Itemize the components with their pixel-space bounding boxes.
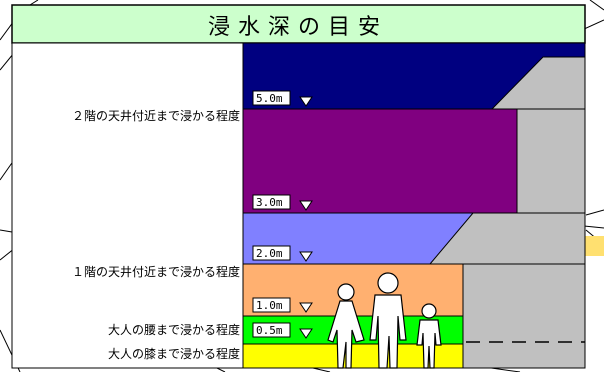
family-figures-icon [327,272,442,369]
water-level-marker-icon [299,251,313,262]
description-knee: 大人の膝まで浸かる程度 [108,346,240,361]
svg-text:5.0m: 5.0m [256,92,283,105]
description-1st-floor: １階の天井付近まで浸かる程度 [72,264,240,279]
depth-label-1m: 1.0m [252,297,313,313]
water-level-marker-icon [299,302,313,313]
house-silhouette-icon [430,57,585,368]
description-2nd-floor: ２階の天井付近まで浸かる程度 [72,108,240,123]
depth-label-5m: 5.0m [252,90,313,107]
svg-text:3.0m: 3.0m [256,196,283,209]
title-bar [11,4,586,44]
depth-label-2m: 2.0m [252,245,313,262]
svg-text:2.0m: 2.0m [256,247,283,260]
page-title: 浸水深の目安 [208,15,388,40]
description-waist: 大人の腰まで浸かる程度 [108,322,240,337]
svg-text:0.5m: 0.5m [256,324,283,337]
depth-label-05m: 0.5m [252,322,313,339]
svg-text:1.0m: 1.0m [256,299,283,312]
water-level-marker-icon [299,328,313,339]
depth-label-3m: 3.0m [252,194,313,211]
label-panel [11,42,245,369]
water-level-marker-icon [299,200,313,211]
water-level-marker-icon [299,96,313,107]
